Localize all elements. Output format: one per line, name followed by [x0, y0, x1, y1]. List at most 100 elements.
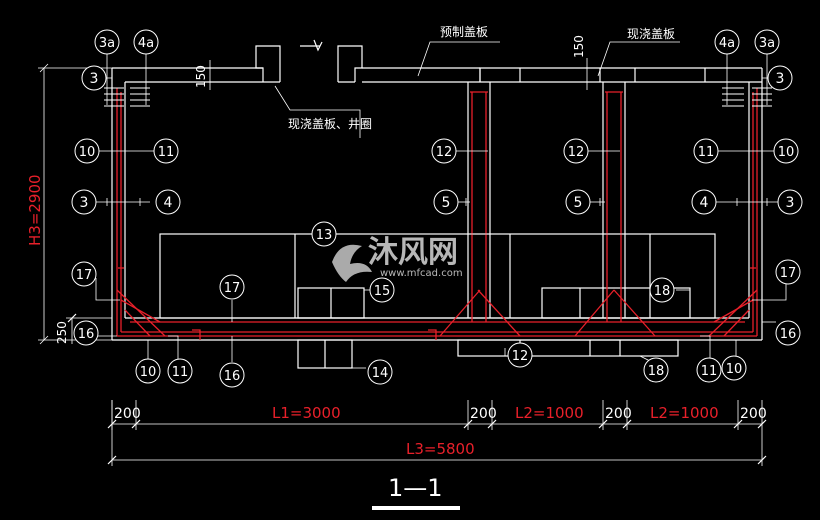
callout-circle	[563, 138, 589, 164]
callout-c18-top: 18	[649, 277, 675, 303]
callout-number: 11	[701, 364, 718, 379]
callout-circle	[643, 357, 669, 383]
callout-c11-left: 11	[153, 138, 179, 164]
callout-number: 3	[90, 71, 99, 87]
callout-circle	[773, 138, 799, 164]
callout-number: 3	[80, 195, 89, 211]
callout-c3-left-top: 3	[81, 65, 107, 91]
callout-c4-right: 4	[691, 189, 717, 215]
callout-number: 12	[436, 145, 453, 160]
callout-number: 13	[316, 228, 333, 243]
callout-number: 11	[172, 365, 189, 380]
rebar-layout	[116, 88, 758, 340]
callout-number: 16	[224, 369, 241, 384]
callout-circle	[219, 362, 245, 388]
callout-number: 12	[512, 349, 529, 364]
section-underline	[372, 506, 460, 510]
callout-number: 16	[780, 327, 797, 342]
callout-circle	[81, 65, 107, 91]
dim-250: 250	[55, 321, 69, 344]
callout-c17-mid: 17	[219, 274, 245, 300]
callout-circle	[696, 357, 722, 383]
dim-150-left: 150	[194, 65, 208, 88]
callout-number: 10	[79, 145, 96, 160]
callout-number: 5	[574, 195, 583, 211]
callout-number: 17	[76, 268, 93, 283]
callout-c17-left: 17	[71, 261, 97, 287]
callout-number: 11	[158, 145, 175, 160]
callout-circle	[777, 189, 803, 215]
dim-l1: L1=3000	[272, 404, 341, 422]
dim-l3: L3=5800	[406, 440, 475, 458]
callout-c18-bottom: 18	[643, 357, 669, 383]
callout-c10-bottom-left: 10	[135, 358, 161, 384]
callout-circle	[693, 138, 719, 164]
callout-number: 18	[648, 364, 665, 379]
callout-circle	[71, 261, 97, 287]
callout-number: 12	[568, 145, 585, 160]
callout-circle	[133, 29, 159, 55]
callout-number: 4a	[138, 36, 154, 51]
callout-number: 10	[140, 365, 157, 380]
callout-number: 16	[78, 327, 95, 342]
callout-circle	[767, 65, 793, 91]
callout-circle	[754, 29, 780, 55]
callout-c3-left: 3	[71, 189, 97, 215]
callout-number: 14	[372, 366, 389, 381]
dim-200-c: 200	[605, 406, 632, 422]
callout-number: 3a	[99, 36, 115, 51]
callout-c3a-left: 3a	[94, 29, 120, 55]
callout-number: 11	[698, 145, 715, 160]
callout-number: 3	[776, 71, 785, 87]
callout-c10-left: 10	[74, 138, 100, 164]
label-cast-cover: 现浇盖板	[627, 27, 675, 41]
callout-circle	[155, 189, 181, 215]
callout-number: 17	[224, 281, 241, 296]
callout-circle	[775, 320, 801, 346]
callout-number: 10	[778, 145, 795, 160]
callout-circle	[714, 29, 740, 55]
callout-circle	[721, 355, 747, 381]
leader-lines	[94, 41, 787, 369]
callout-c16-bottom: 16	[219, 362, 245, 388]
dim-200-b: 200	[470, 406, 497, 422]
callout-circle	[431, 138, 457, 164]
callout-circle	[71, 189, 97, 215]
callout-c17-right: 17	[775, 259, 801, 285]
callout-circle	[507, 342, 533, 368]
callout-number: 4	[164, 195, 173, 211]
callout-c12-mid1: 12	[431, 138, 457, 164]
callout-c13: 13	[311, 221, 337, 247]
callout-circle	[565, 189, 591, 215]
callout-c4a-left: 4a	[133, 29, 159, 55]
callout-circle	[167, 358, 193, 384]
callout-c12-bottom: 12	[507, 342, 533, 368]
callout-c14: 14	[367, 359, 393, 385]
watermark-brand: 沐风网	[368, 235, 458, 270]
callout-c15: 15	[369, 277, 395, 303]
callout-c16-right: 16	[775, 320, 801, 346]
dim-h3: H3=2900	[26, 174, 44, 246]
callout-number: 3	[786, 195, 795, 211]
callout-number: 4a	[719, 36, 735, 51]
dim-200-a: 200	[114, 406, 141, 422]
callout-c10-right: 10	[773, 138, 799, 164]
label-precast-cover: 预制盖板	[440, 25, 488, 39]
section-title: 1—1	[388, 474, 443, 502]
callout-c16-left: 16	[73, 320, 99, 346]
callout-c11-bottom-right: 11	[696, 357, 722, 383]
callout-c11-right: 11	[693, 138, 719, 164]
dim-200-d: 200	[740, 406, 767, 422]
callout-number: 10	[726, 362, 743, 377]
callout-circle	[94, 29, 120, 55]
callout-c3-right-top: 3	[767, 65, 793, 91]
watermark-url: www.mfcad.com	[380, 268, 463, 279]
callout-c3a-right: 3a	[754, 29, 780, 55]
watermark-logo: 沐风网 www.mfcad.com	[332, 235, 463, 282]
callout-c11-bottom-left: 11	[167, 358, 193, 384]
dim-l2-b: L2=1000	[650, 404, 719, 422]
callout-c12-mid2: 12	[563, 138, 589, 164]
callout-circle	[691, 189, 717, 215]
callout-number: 15	[374, 284, 391, 299]
